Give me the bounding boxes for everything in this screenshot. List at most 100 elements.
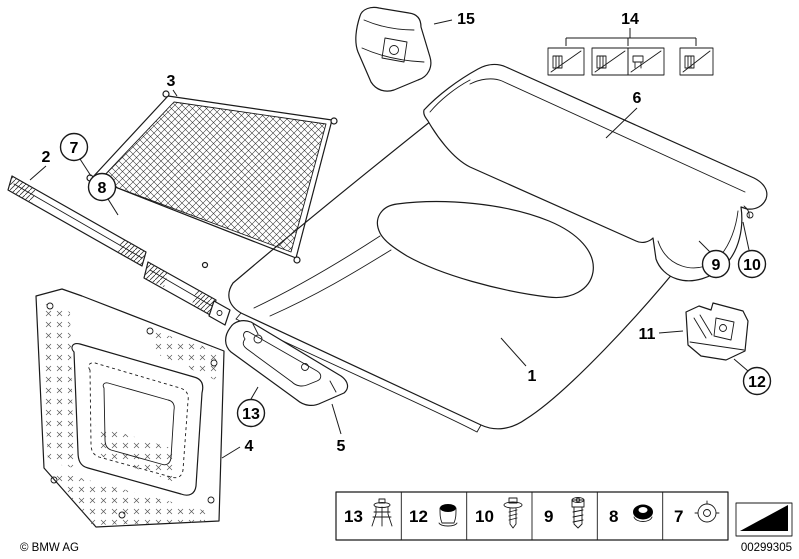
fastener-hole: [46, 302, 54, 310]
fastener-hole: [216, 310, 223, 316]
callout-number: 13: [242, 406, 260, 423]
legend-number: 9: [544, 507, 553, 526]
callout-11[interactable]: 11: [639, 326, 684, 343]
leader-line: [221, 446, 241, 459]
pan-head-screw-icon: [503, 497, 523, 529]
callout-4[interactable]: 4: [221, 438, 254, 459]
callout-5[interactable]: 5: [331, 403, 346, 455]
callout-10[interactable]: 10: [737, 221, 767, 279]
net-hook: [330, 117, 338, 125]
texture-region: [40, 302, 74, 468]
legend-number: 8: [609, 507, 618, 526]
legend-item-8[interactable]: 8: [609, 504, 653, 527]
clip-box: [679, 47, 714, 76]
legend-item-9[interactable]: 9: [544, 497, 585, 529]
net-mesh: [99, 102, 326, 252]
fastener-hole: [207, 496, 215, 504]
torx-screw-icon: [571, 497, 585, 529]
part-detail: [252, 323, 337, 393]
texture-region: [95, 425, 178, 482]
slash-icon: [594, 50, 626, 73]
callout-12[interactable]: 12: [733, 358, 772, 396]
callout-number: 9: [712, 257, 721, 274]
legend-number: 10: [475, 507, 494, 526]
leader-line: [742, 221, 750, 251]
spare-well-outline: [376, 201, 594, 299]
legend-item-12[interactable]: 12: [409, 504, 458, 527]
callout-9[interactable]: 9: [698, 240, 731, 279]
inner-frame-small: [102, 382, 175, 466]
callout-2[interactable]: 2: [29, 149, 51, 181]
clip-glyph-icon: [552, 55, 563, 69]
net-inner-border: [98, 101, 327, 253]
copyright: © BMW AG: [20, 542, 79, 554]
inner-frame: [71, 343, 204, 496]
callout-number: 10: [743, 257, 761, 274]
hatch-pad: [192, 289, 216, 316]
cap-nut-icon: [438, 504, 458, 527]
leader-line: [733, 358, 749, 372]
callout-14[interactable]: 14: [565, 11, 697, 46]
leader-line: [172, 89, 178, 97]
part-detail: [253, 235, 392, 317]
callout-1[interactable]: 1: [500, 337, 537, 385]
part-detail: [429, 78, 750, 269]
texture-region: [50, 470, 210, 525]
clip-box: [627, 47, 665, 76]
callout-number: 14: [621, 11, 639, 28]
part-14-clip-set: [547, 47, 714, 76]
leader-line: [605, 107, 638, 139]
leader-line: [433, 19, 453, 25]
fastener-legend: 13 12 10 9: [335, 491, 729, 541]
callout-number: 4: [245, 438, 254, 455]
callout-number: 15: [457, 11, 475, 28]
slash-icon: [550, 50, 582, 73]
leader-line: [107, 198, 119, 216]
part-outline: [685, 302, 749, 361]
clip-box: [591, 47, 629, 76]
callout-8[interactable]: 8: [87, 172, 119, 216]
part-5-floor-bracket: [225, 320, 349, 406]
legend-dividers: [400, 491, 664, 541]
leader-line: [500, 337, 527, 367]
part-15-bracket: [355, 6, 432, 92]
clip-glyph-icon: [596, 55, 607, 69]
part-slot: [242, 331, 322, 387]
fastener-hole: [146, 327, 154, 335]
callout-circle: [236, 398, 266, 428]
callout-13[interactable]: 13: [236, 386, 266, 428]
callout-7[interactable]: 7: [59, 132, 92, 177]
corner-flag-icon: [735, 502, 793, 537]
part-outline: [355, 6, 432, 92]
callout-number: 1: [528, 368, 537, 385]
leader-line: [698, 240, 711, 253]
callout-15[interactable]: 15: [433, 11, 475, 28]
callout-circle: [87, 172, 117, 202]
part-4-side-trim-panel: [35, 288, 225, 528]
fastener-hole: [389, 45, 399, 55]
legend-item-7[interactable]: 7: [674, 500, 720, 526]
legend-number: 13: [344, 507, 363, 526]
callout-6[interactable]: 6: [605, 90, 642, 139]
callout-circle: [59, 132, 89, 162]
fastener-hole: [746, 211, 754, 219]
net-hook: [293, 256, 301, 264]
leader-line: [331, 403, 342, 435]
callout-3[interactable]: 3: [167, 73, 178, 97]
fastener-hole: [50, 476, 58, 484]
legend-item-13[interactable]: 13: [344, 498, 393, 527]
callout-circle: [701, 249, 731, 279]
clip-box: [547, 47, 585, 76]
hatch-pad: [8, 176, 36, 203]
slash-icon: [682, 50, 711, 73]
inner-frame-dashed: [88, 362, 189, 479]
hatch-pad: [144, 262, 168, 287]
slash-icon: [630, 50, 662, 73]
fastener-hole: [118, 511, 126, 519]
callout-number: 6: [633, 90, 642, 107]
net-hook: [162, 90, 170, 98]
callout-number: 11: [639, 326, 656, 343]
legend-item-10[interactable]: 10: [475, 497, 523, 529]
